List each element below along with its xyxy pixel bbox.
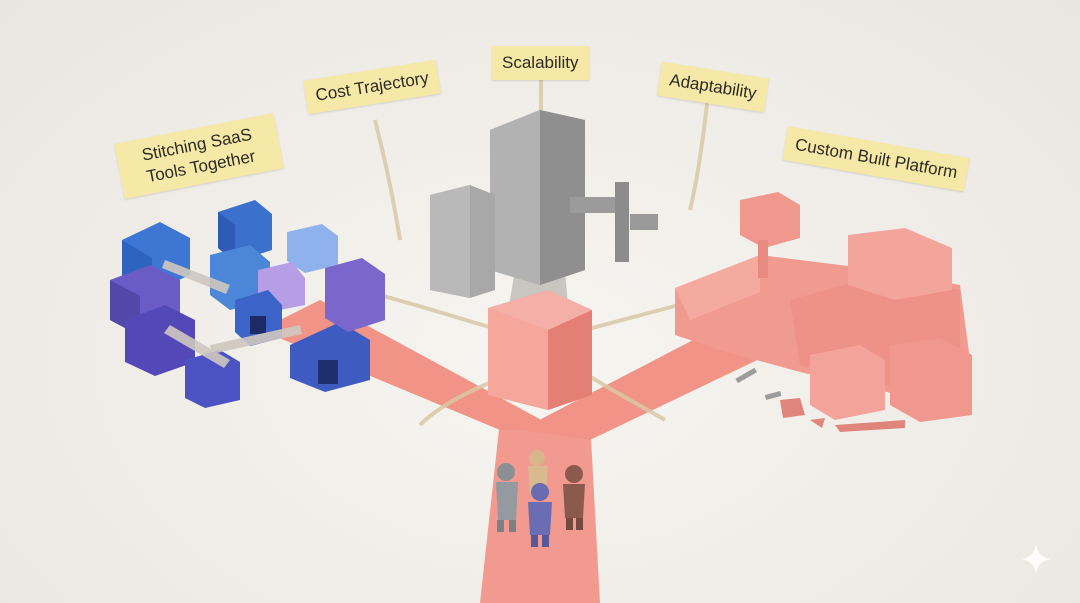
saas-cube-2 (218, 200, 272, 262)
saas-cube-7 (290, 322, 370, 392)
saas-tape (162, 260, 302, 368)
figure-brown (563, 465, 585, 530)
platform-debris (780, 398, 905, 432)
platform-gray-bits (735, 367, 782, 400)
saas-cube-8 (325, 258, 385, 332)
scalability-tower (430, 110, 658, 298)
people-figures (496, 450, 585, 547)
sparkle-icon (1020, 543, 1052, 575)
saas-cube-3 (287, 224, 338, 273)
center-junction (488, 290, 592, 410)
custom-platform (675, 192, 972, 432)
label-scalability: Scalability (492, 46, 589, 80)
saas-cube-9 (210, 245, 270, 310)
saas-cube-5 (125, 305, 195, 376)
figure-gray (496, 463, 518, 532)
saas-blocks (110, 200, 385, 408)
figure-purple (528, 483, 552, 547)
